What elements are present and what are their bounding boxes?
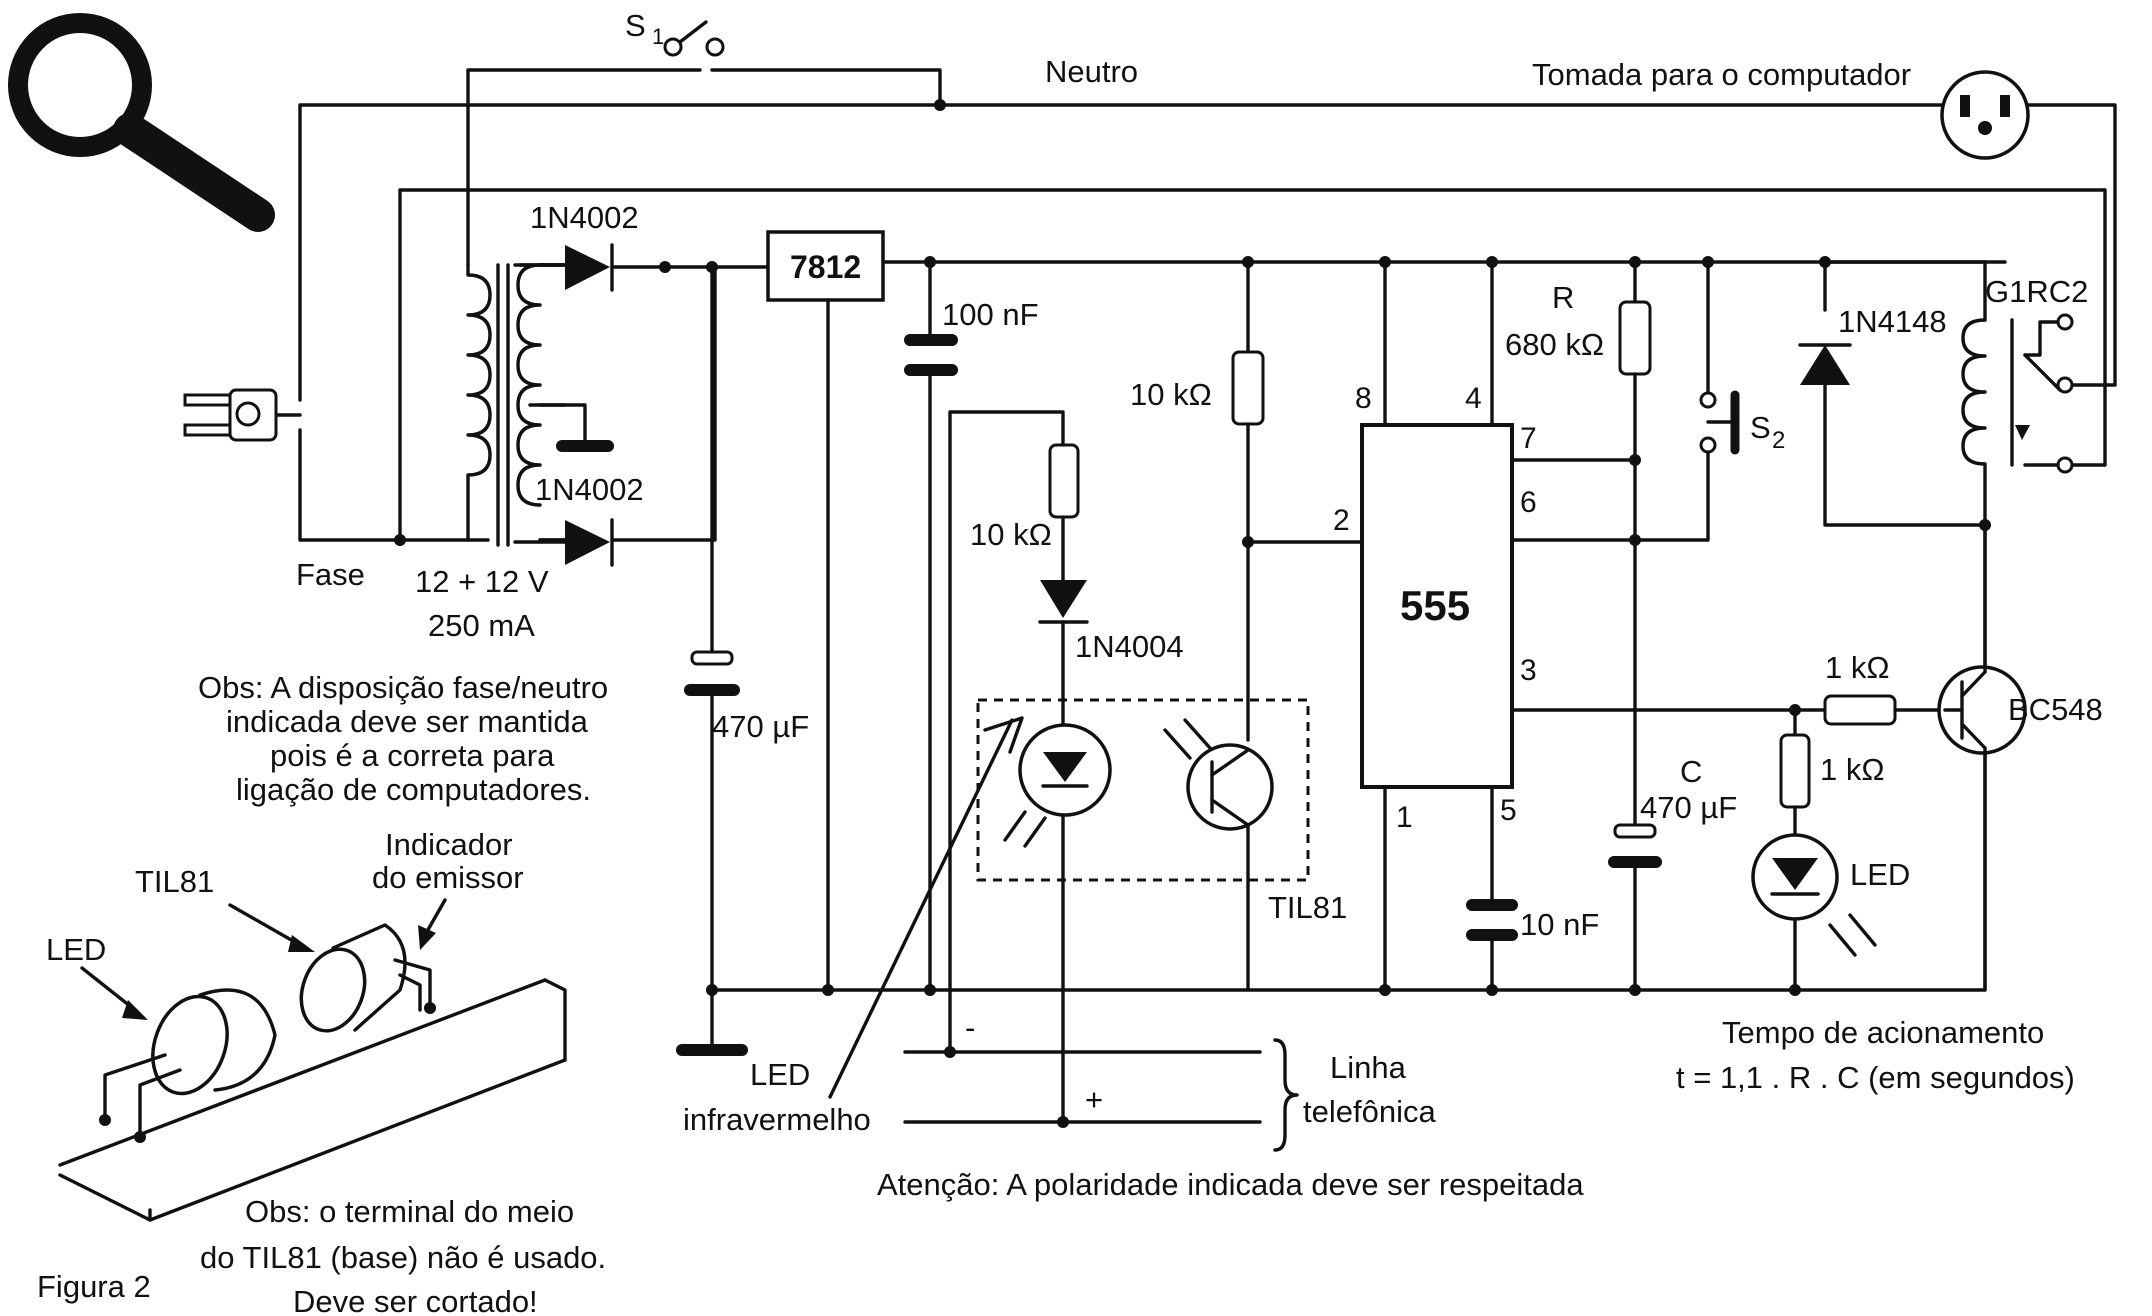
res-1k-b-label: 1 kΩ	[1820, 752, 1885, 787]
switch-s2-sub: 2	[1772, 427, 1785, 454]
pin-8: 8	[1355, 382, 1372, 415]
magnifier-icon[interactable]	[8, 13, 275, 232]
phase-note-line-2: indicada deve ser mantida	[226, 704, 589, 739]
pin-6: 6	[1520, 486, 1537, 519]
til81-label: TIL81	[1268, 890, 1347, 925]
transformer-spec: 12 + 12 V	[415, 564, 549, 599]
phone-line-label-2: telefônica	[1303, 1094, 1436, 1129]
detail-led-label: LED	[46, 932, 106, 967]
til81-note-line-1: Obs: o terminal do meio	[245, 1194, 574, 1229]
timing-formula: t = 1,1 . R . C (em segundos)	[1676, 1060, 2075, 1095]
switch-s2	[1633, 256, 1740, 542]
cap-100n-label: 100 nF	[942, 297, 1039, 332]
mains-plug	[183, 388, 278, 442]
detail-til81-label: TIL81	[135, 864, 214, 899]
plus-sign: +	[1085, 1082, 1103, 1117]
switch-s2-label: S	[1750, 410, 1771, 445]
res-r-label: R	[1552, 280, 1574, 315]
pin-7: 7	[1520, 422, 1537, 455]
regulator-7812	[710, 230, 2007, 996]
ic-555	[1360, 256, 1797, 996]
switch-s1-label: S	[625, 8, 646, 43]
til81-detail-drawing	[58, 898, 567, 1222]
pin-1: 1	[1396, 801, 1413, 834]
res-1k-a-label: 1 kΩ	[1825, 650, 1890, 685]
phase-note-line-1: Obs: A disposição fase/neutro	[198, 670, 608, 705]
cap-filter-label: 470 µF	[712, 709, 809, 744]
ir-led-label-1: LED	[750, 1057, 810, 1092]
outlet-label: Tomada para o computador	[1532, 57, 1911, 92]
pin-5: 5	[1500, 794, 1517, 827]
ic-555-label: 555	[1400, 582, 1470, 629]
phone-line-label-1: Linha	[1330, 1050, 1407, 1085]
led-driver	[1751, 523, 2027, 996]
phase-note-line-4: ligação de computadores.	[236, 772, 591, 807]
switch-s1	[663, 20, 725, 57]
detail-emitter-line-2: do emissor	[372, 860, 524, 895]
res-10k-b-label: 10 kΩ	[1130, 377, 1212, 412]
phototransistor-branch	[976, 256, 1364, 992]
transformer-current: 250 mA	[428, 608, 535, 643]
relay-g1rc2	[1798, 256, 2074, 531]
cap-10n-label: 10 nF	[1520, 907, 1599, 942]
res-r-value: 680 kΩ	[1505, 327, 1604, 362]
pin-3: 3	[1520, 654, 1537, 687]
cap-c-label: C	[1680, 754, 1702, 789]
filter-capacitor	[684, 265, 740, 996]
diode-1n4004-label: 1N4004	[1075, 629, 1184, 664]
diode-1-label: 1N4002	[530, 200, 639, 235]
figure-label: Figura 2	[37, 1269, 151, 1304]
regulator-label: 7812	[790, 249, 861, 285]
diode-2-label: 1N4002	[535, 472, 644, 507]
relay-label: G1RC2	[1985, 274, 2088, 309]
polarity-note: Atenção: A polaridade indicada deve ser …	[877, 1167, 1584, 1202]
res-10k-a-label: 10 kΩ	[970, 517, 1052, 552]
neutral-label: Neutro	[1045, 54, 1138, 89]
rectifier-diodes	[513, 243, 718, 567]
transistor-label: BC548	[2008, 692, 2103, 727]
timing-network	[1608, 256, 1662, 996]
detail-emitter-line-1: Indicador	[385, 827, 513, 862]
ir-led-label-2: infravermelho	[683, 1102, 871, 1137]
til81-note-line-3: Deve ser cortado!	[293, 1284, 538, 1316]
phase-label: Fase	[296, 557, 365, 592]
switch-s1-sub: 1	[652, 24, 664, 49]
timing-title: Tempo de acionamento	[1722, 1015, 2044, 1050]
diode-1n4148-label: 1N4148	[1838, 304, 1947, 339]
led-label: LED	[1850, 857, 1910, 892]
phone-line	[903, 1038, 1299, 1152]
pin-4: 4	[1465, 382, 1482, 415]
pin-2: 2	[1333, 504, 1350, 537]
phase-note-line-3: pois é a correta para	[270, 738, 555, 773]
ir-led-branch	[828, 410, 1112, 1124]
til81-note-line-2: do TIL81 (base) não é usado.	[200, 1240, 606, 1275]
computer-outlet	[1940, 70, 2030, 160]
cap-c-value: 470 µF	[1640, 790, 1737, 825]
minus-sign: -	[965, 1010, 975, 1045]
